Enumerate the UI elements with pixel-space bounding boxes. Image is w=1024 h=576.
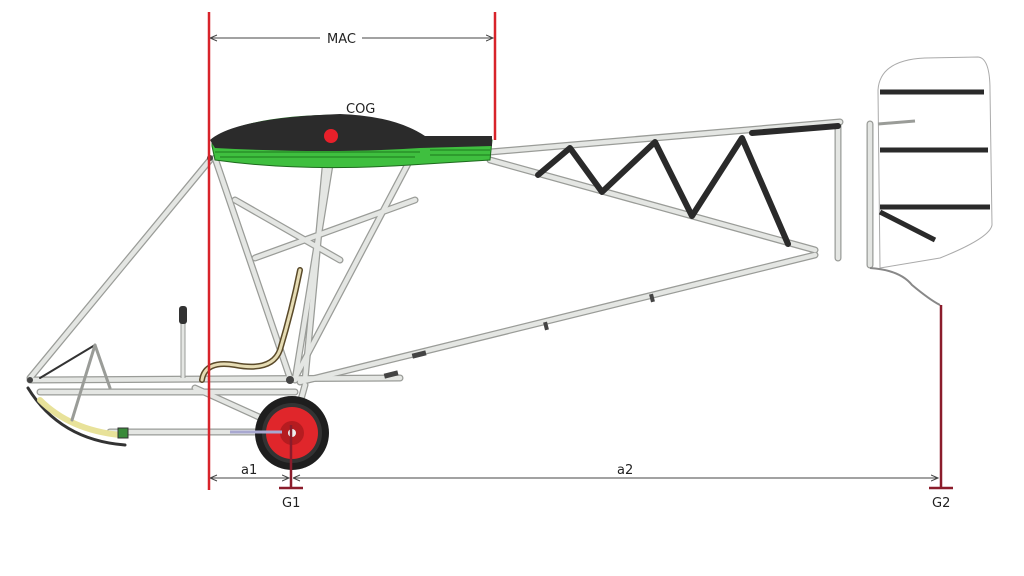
- a2-label: a2: [617, 463, 633, 478]
- a1-dimension: a1: [211, 463, 289, 478]
- g1-label: G1: [282, 496, 300, 511]
- a2-dimension: a2: [294, 463, 938, 478]
- mac-label: MAC: [327, 32, 356, 47]
- g2-label: G2: [932, 496, 950, 511]
- cog-label: COG: [346, 102, 375, 117]
- hose-lines: [199, 267, 303, 383]
- mac-dimension: MAC: [211, 32, 493, 47]
- a1-label: a1: [241, 463, 257, 478]
- cog-marker: [324, 129, 338, 143]
- wing-airfoil: [210, 114, 493, 169]
- nose-skid: [26, 343, 129, 447]
- tail-fin: [869, 56, 993, 306]
- tail-truss: [535, 123, 841, 247]
- fuselage-frame: [26, 118, 874, 436]
- control-stick: [179, 306, 187, 378]
- g1-marker: [279, 425, 303, 490]
- mac-reference-lines: [207, 12, 497, 490]
- g2-marker: [929, 305, 953, 490]
